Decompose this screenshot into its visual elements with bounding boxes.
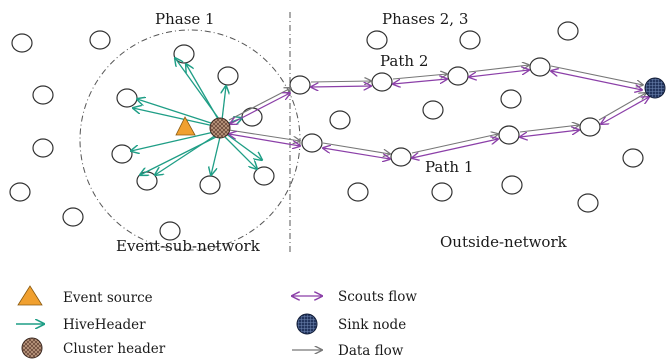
- path2-node: [289, 75, 311, 95]
- cluster-header-node: [209, 117, 231, 139]
- sensor-node: [11, 33, 33, 53]
- sensor-node: [62, 207, 84, 227]
- legend-sink-node: Sink node: [338, 317, 406, 333]
- path1-node: [498, 125, 520, 145]
- sensor-node: [9, 182, 31, 202]
- sensor-node: [111, 144, 133, 164]
- sensor-node: [217, 66, 239, 86]
- event-source-legend-icon: [17, 285, 43, 306]
- path2-flows: [229, 65, 643, 124]
- path1-node: [579, 117, 601, 137]
- path2-node: [529, 57, 551, 77]
- sensor-node: [253, 166, 275, 186]
- sensor-node: [366, 30, 388, 50]
- legend-hive-header: HiveHeader: [63, 317, 146, 333]
- sink-node: [644, 77, 666, 99]
- sensor-node: [622, 148, 644, 168]
- label-event-sub-network: Event-sub-network: [116, 237, 261, 255]
- sensor-node: [199, 175, 221, 195]
- label-phases23: Phases 2, 3: [382, 10, 468, 28]
- legend: Event source HiveHeader Cluster header S…: [16, 285, 417, 359]
- sink-node-legend-icon: [296, 313, 318, 335]
- path2-node: [371, 72, 393, 92]
- sensor-node: [459, 30, 481, 50]
- path1-flows: [229, 93, 649, 159]
- sensor-nodes: [9, 21, 644, 241]
- label-path1: Path 1: [425, 158, 473, 176]
- sensor-node: [347, 182, 369, 202]
- sensor-node: [501, 175, 523, 195]
- event-source-icon: [175, 116, 196, 136]
- sensor-node: [32, 85, 54, 105]
- sensor-node: [159, 221, 181, 241]
- cluster-header-legend-icon: [21, 337, 43, 359]
- sensor-node: [577, 193, 599, 213]
- sensor-node: [329, 110, 351, 130]
- label-outside-network: Outside-network: [440, 233, 568, 251]
- sensor-node: [116, 88, 138, 108]
- path2-node: [447, 66, 469, 86]
- label-path2: Path 2: [380, 52, 428, 70]
- sensor-node: [89, 30, 111, 50]
- sensor-node: [422, 100, 444, 120]
- sensor-node: [500, 89, 522, 109]
- legend-scouts-flow: Scouts flow: [338, 289, 417, 305]
- legend-cluster-header: Cluster header: [63, 341, 166, 357]
- sensor-node: [32, 138, 54, 158]
- legend-event-source: Event source: [63, 290, 153, 306]
- sensor-node: [557, 21, 579, 41]
- legend-data-flow: Data flow: [338, 343, 404, 359]
- path1-node: [301, 133, 323, 153]
- sensor-node: [431, 182, 453, 202]
- path1-node: [390, 147, 412, 167]
- sensor-node: [241, 107, 263, 127]
- label-phase1: Phase 1: [155, 10, 215, 28]
